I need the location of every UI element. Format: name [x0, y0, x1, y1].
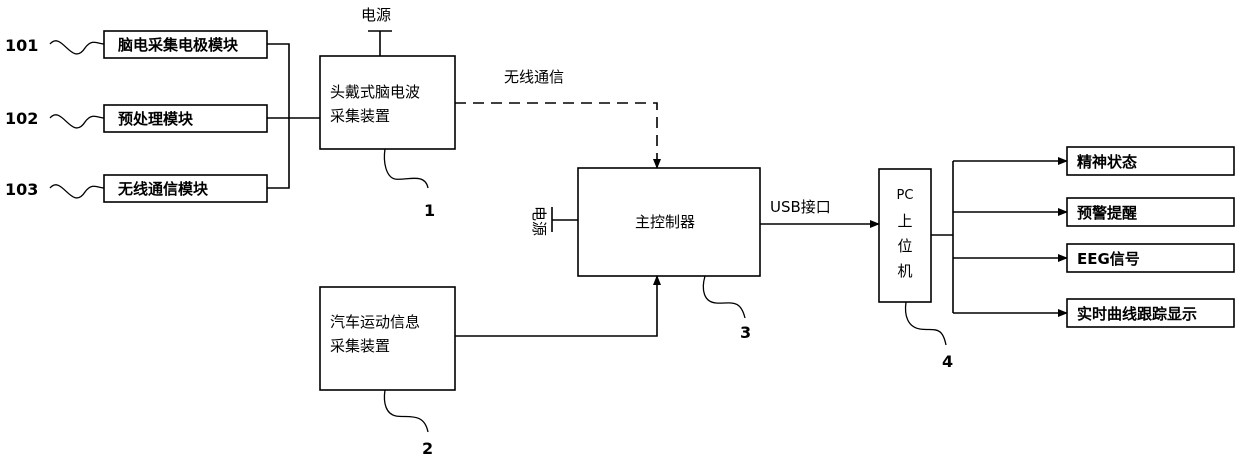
output-label: 预警提醒	[1077, 204, 1137, 222]
vehicle-device: 汽车运动信息 采集装置 2	[320, 287, 455, 458]
usb-link-label: USB接口	[770, 198, 831, 216]
pc-host-char: PC	[897, 188, 914, 203]
vehicle-number: 2	[422, 439, 433, 458]
leader-squiggle	[384, 390, 428, 432]
headset-box	[320, 56, 455, 149]
headset-power-label: 电源	[361, 6, 391, 24]
headset-power-symbol	[368, 31, 392, 56]
module-wireless: 103 无线通信模块	[5, 175, 267, 202]
module-bracket-connector	[267, 44, 320, 188]
main-controller: 主控制器 电源 3	[530, 168, 760, 342]
leader-squiggle	[50, 185, 104, 198]
leader-squiggle	[384, 149, 428, 188]
output-mental-state: 精神状态	[1067, 147, 1234, 175]
wireless-dashed-link	[455, 103, 657, 160]
pc-host-char: 机	[897, 262, 912, 280]
module-preprocess-label: 预处理模块	[118, 110, 194, 128]
module-eeg-electrode-id: 101	[5, 36, 38, 55]
module-preprocess: 102 预处理模块	[5, 105, 267, 132]
output-label: 精神状态	[1077, 153, 1137, 171]
module-eeg-electrode-label: 脑电采集电极模块	[118, 36, 239, 54]
headset-device: 电源 头戴式脑电波 采集装置 1	[320, 6, 455, 220]
headset-label-line2: 采集装置	[330, 107, 390, 125]
pc-host-char: 位	[897, 237, 912, 255]
vehicle-label-line1: 汽车运动信息	[330, 313, 420, 331]
output-bus	[931, 161, 953, 313]
headset-label-line1: 头戴式脑电波	[330, 83, 420, 101]
main-controller-label: 主控制器	[635, 213, 695, 231]
leader-squiggle	[703, 276, 745, 318]
main-controller-number: 3	[740, 323, 751, 342]
module-eeg-electrode: 101 脑电采集电极模块	[5, 31, 267, 58]
leader-squiggle	[906, 302, 946, 345]
module-wireless-id: 103	[5, 180, 38, 199]
controller-power-label: 电源	[530, 206, 548, 236]
output-label: EEG信号	[1077, 250, 1140, 268]
wireless-link-label: 无线通信	[504, 68, 564, 86]
leader-squiggle	[50, 115, 104, 128]
output-realtime-curve: 实时曲线跟踪显示	[1067, 299, 1234, 327]
pc-host-number: 4	[942, 352, 953, 371]
module-wireless-label: 无线通信模块	[117, 180, 209, 198]
pc-host-char: 上	[897, 212, 912, 230]
controller-power-symbol	[552, 207, 578, 232]
output-warning: 预警提醒	[1067, 198, 1234, 226]
module-preprocess-id: 102	[5, 109, 38, 128]
pc-host: PC 上 位 机 4	[879, 169, 953, 371]
headset-number: 1	[424, 201, 435, 220]
output-label: 实时曲线跟踪显示	[1077, 305, 1197, 323]
leader-squiggle	[50, 41, 104, 54]
output-eeg-signal: EEG信号	[1067, 244, 1234, 272]
vehicle-label-line2: 采集装置	[330, 337, 390, 355]
vehicle-to-controller-link	[455, 276, 657, 336]
